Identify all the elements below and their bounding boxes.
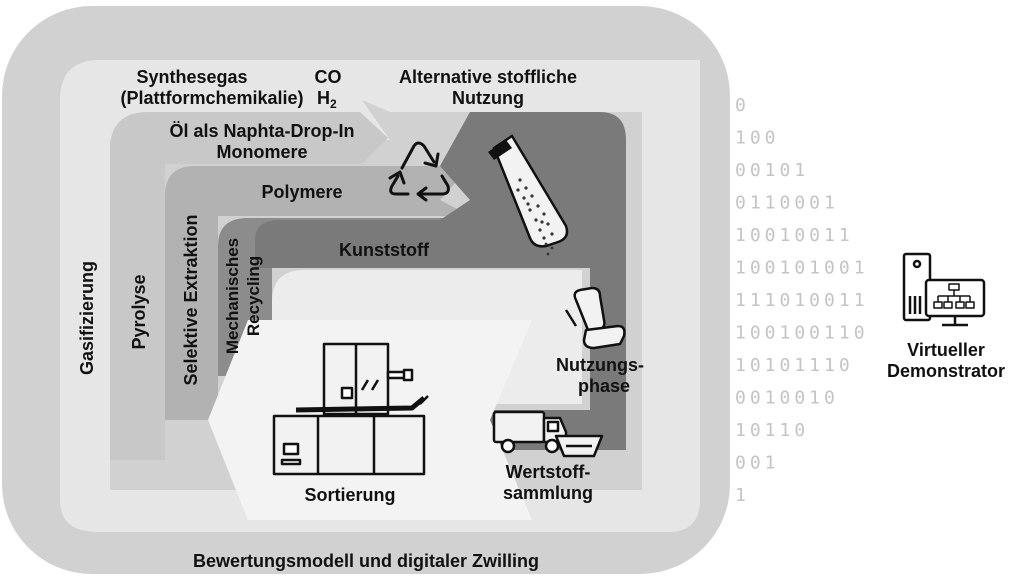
binary-row: 100 xyxy=(735,128,780,149)
binary-row: 10010011 xyxy=(735,225,854,246)
skip-container-icon xyxy=(554,434,604,458)
virtual-demonstrator-line1: Virtueller xyxy=(907,340,985,360)
gasification-label: Gasifizierung xyxy=(77,261,97,375)
h2-sub: 2 xyxy=(330,97,337,111)
computer-tower-icon xyxy=(902,252,932,322)
binary-row: 111010011 xyxy=(735,290,869,311)
polymers-label: Polymere xyxy=(261,182,342,202)
extraction-label: Selektive Extraktion xyxy=(181,214,201,385)
sorting-machine-icon xyxy=(272,342,429,476)
binary-row: 00101 xyxy=(735,160,809,181)
virtual-demonstrator-line2: Demonstrator xyxy=(887,361,1005,381)
binary-row: 0010010 xyxy=(735,388,839,409)
pyrolysis-layer xyxy=(110,112,388,460)
use-phase-label-line1: Nutzungs- xyxy=(556,355,644,375)
h2-label: H2 xyxy=(317,88,337,111)
binary-row: 100100110 xyxy=(735,323,869,344)
binary-row: 001 xyxy=(735,453,780,474)
collection-label-line1: Wertstoff- xyxy=(506,462,591,482)
car-seat-icon xyxy=(564,286,626,350)
syngas-label-line1: Synthesegas xyxy=(136,67,247,87)
sorting-label: Sortierung xyxy=(304,485,395,505)
scoop-pellets-icon xyxy=(488,134,569,256)
h2-base: H xyxy=(317,88,330,108)
alt-use-label-line1: Alternative stoffliche xyxy=(399,67,577,87)
footer-label: Bewertungsmodell und digitaler Zwilling xyxy=(193,551,539,571)
monitor-network-icon xyxy=(924,278,986,327)
mechanical-label-line1: Mechanisches xyxy=(223,238,242,354)
recycling-icon xyxy=(388,141,450,202)
co-label: CO xyxy=(315,67,342,87)
extraction-layer xyxy=(165,166,470,420)
alt-use-band xyxy=(362,60,700,120)
binary-row: 10110 xyxy=(735,420,809,441)
pyrolysis-label: Pyrolyse xyxy=(129,274,149,349)
binary-row: 1 xyxy=(735,485,750,506)
oil-label-line2: Monomere xyxy=(216,142,307,162)
gasification-layer xyxy=(60,60,700,532)
binary-row: 10101110 xyxy=(735,355,854,376)
plastic-label: Kunststoff xyxy=(339,240,430,260)
mechanical-label-line2: Recycling xyxy=(244,256,263,336)
binary-row: 0110001 xyxy=(735,193,839,214)
binary-row: 100101001 xyxy=(735,258,869,279)
binary-stream: 0 100 00101 0110001 10010011 100101001 1110100… xyxy=(735,95,869,506)
syngas-label-line2: (Plattformchemikalie) xyxy=(120,88,303,108)
use-phase-label-line2: phase xyxy=(578,376,630,396)
alt-use-label-line2: Nutzung xyxy=(452,88,524,108)
collection-label-line2: sammlung xyxy=(503,483,593,503)
binary-row: 0 xyxy=(735,95,750,116)
oil-label-line1: Öl als Naphta-Drop-In xyxy=(169,121,354,141)
